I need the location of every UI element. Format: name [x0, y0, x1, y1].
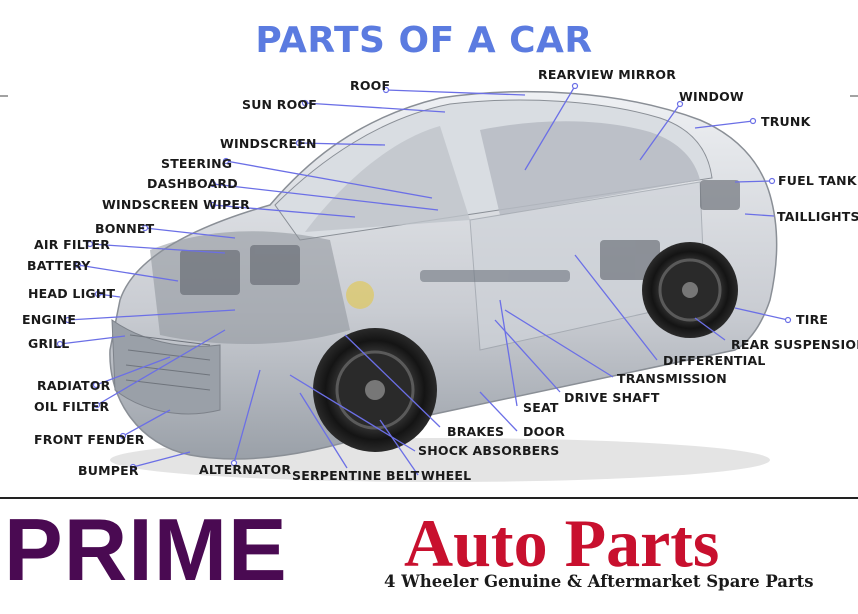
label-battery: BATTERY — [27, 258, 91, 273]
car-illustration — [109, 90, 778, 482]
label-alternator: ALTERNATOR — [199, 462, 291, 477]
label-taillights: TAILLIGHTS — [777, 209, 858, 224]
label-front-fender: FRONT FENDER — [34, 432, 145, 447]
label-differential: DIFFERENTIAL — [663, 353, 766, 368]
brand-name-prime: PRIME — [4, 500, 288, 599]
part-labels: ROOF REARVIEW MIRROR SUN ROOF WINDOW TRU… — [22, 67, 858, 483]
label-brakes: BRAKES — [447, 424, 504, 439]
label-engine: ENGINE — [22, 312, 76, 327]
store-banner — [0, 497, 858, 614]
label-transmission: TRANSMISSION — [617, 371, 727, 386]
label-oil-filter: OIL FILTER — [34, 399, 110, 414]
label-windscreen-wiper: WINDSCREEN WIPER — [102, 197, 250, 212]
label-wheel: WHEEL — [421, 468, 471, 483]
diagram-title: PARTS OF A CAR — [255, 20, 592, 61]
label-serpentine-belt: SERPENTINE BELT — [292, 468, 420, 483]
label-dashboard: DASHBOARD — [147, 176, 238, 191]
car-parts-diagram: PARTS OF A CAR — [0, 20, 858, 483]
label-bumper: BUMPER — [78, 463, 139, 478]
label-seat: SEAT — [523, 400, 559, 415]
label-windscreen: WINDSCREEN — [220, 136, 317, 151]
label-trunk: TRUNK — [761, 114, 812, 129]
label-steering: STEERING — [161, 156, 232, 171]
banner-tagline: 4 Wheeler Genuine & Aftermarket Spare Pa… — [384, 572, 814, 591]
label-rear-suspension: REAR SUSPENSION — [731, 337, 858, 352]
label-window: WINDOW — [679, 89, 744, 104]
label-rearview-mirror: REARVIEW MIRROR — [538, 67, 676, 82]
leader-endpoints — [56, 82, 792, 471]
label-radiator: RADIATOR — [37, 378, 111, 393]
label-fuel-tank: FUEL TANK — [778, 173, 858, 188]
leader-lines — [59, 85, 789, 476]
label-bonnet: BONNET — [95, 221, 155, 236]
brand-name-auto-parts: Auto Parts — [404, 505, 720, 581]
label-shock-absorbers: SHOCK ABSORBERS — [418, 443, 559, 458]
banner-divider — [0, 497, 858, 499]
label-drive-shaft: DRIVE SHAFT — [564, 390, 660, 405]
label-sun-roof: SUN ROOF — [242, 97, 317, 112]
label-door: DOOR — [523, 424, 565, 439]
label-grill: GRILL — [28, 336, 69, 351]
label-roof: ROOF — [350, 78, 390, 93]
label-air-filter: AIR FILTER — [34, 237, 110, 252]
label-tire: TIRE — [796, 312, 828, 327]
label-head-light: HEAD LIGHT — [28, 286, 116, 301]
